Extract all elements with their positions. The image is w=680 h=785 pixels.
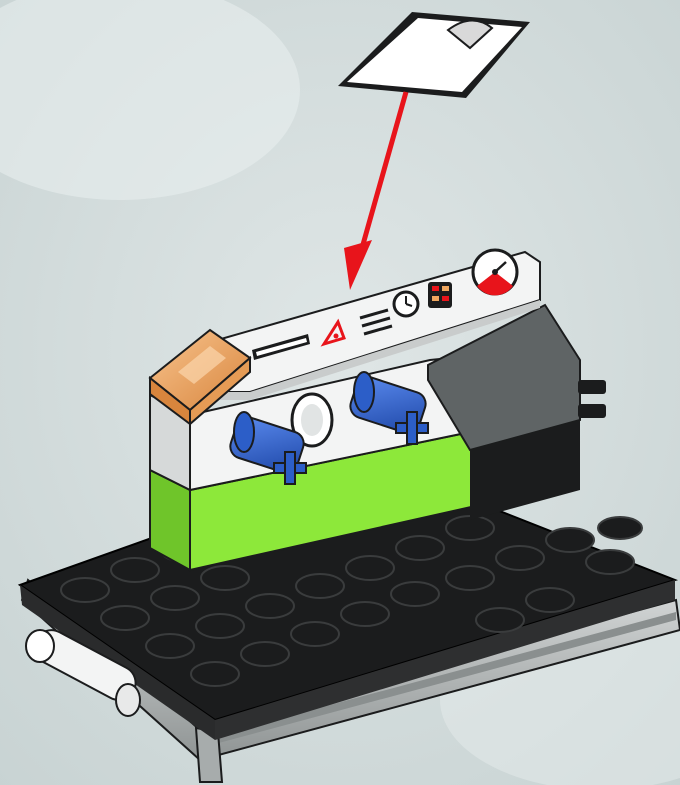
indicator-lights-icon <box>428 282 452 308</box>
gauge-dial-icon <box>473 250 517 295</box>
clock-icon <box>394 292 418 316</box>
